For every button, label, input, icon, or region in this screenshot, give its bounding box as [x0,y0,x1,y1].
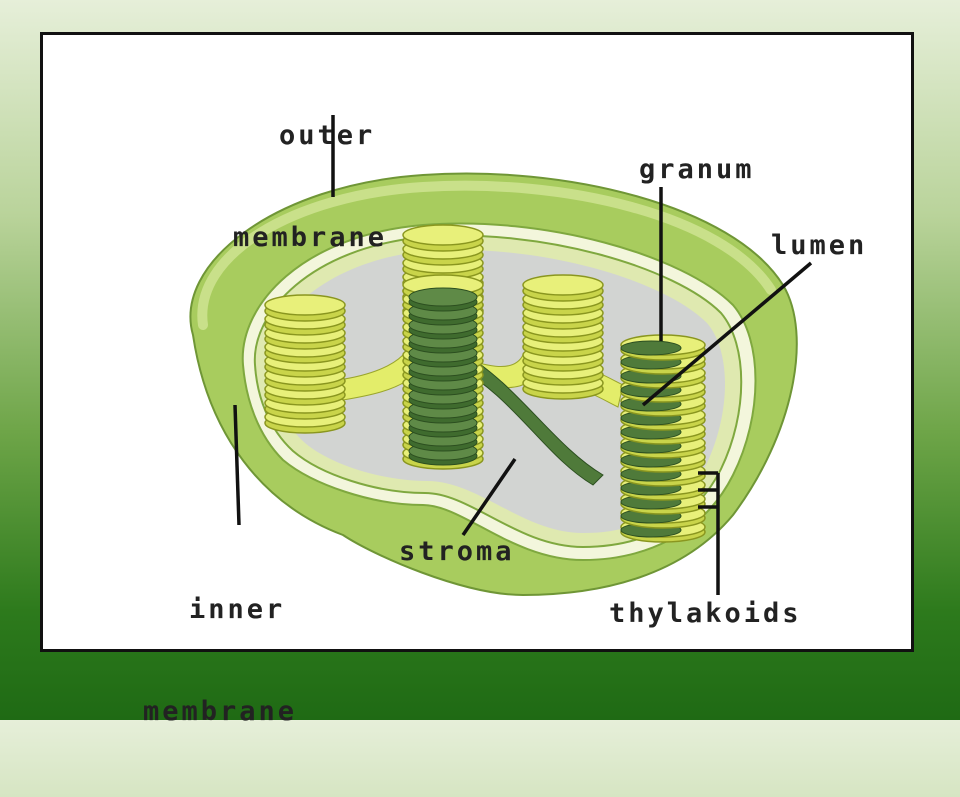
inner-membrane-leader [233,404,241,526]
inner-membrane-label-line1: inner [189,594,286,625]
chloroplast-diagram [189,115,813,597]
outer-membrane-label-line1: outer [279,120,376,151]
granum-stack [408,287,478,466]
outer-membrane-rim [197,180,776,330]
inner-membrane-label-line2: membrane [143,696,298,727]
inner-membrane-label: inner membrane [143,525,297,797]
thylakoid-disc [408,287,478,312]
thylakoids-label: thylakoids [609,598,802,629]
granum-label: granum [639,154,755,185]
thylakoid-disc [402,224,484,252]
diagram-frame: outer membrane granum lumen inner membra… [40,32,914,727]
outer-membrane-label-line2: membrane [233,222,388,253]
thylakoid-disc [522,274,604,302]
stroma-label: stroma [399,536,515,567]
lumen-label: lumen [771,230,868,261]
thylakoids-bracket [698,471,720,595]
thylakoid-lumen [620,340,682,356]
outer-membrane-label: outer membrane [233,51,387,323]
granum-cutaway [620,334,706,543]
stroma-leader [461,458,517,536]
lumen-leader [641,261,813,407]
granum-stack [522,274,604,400]
stroma-lamella [452,352,604,486]
